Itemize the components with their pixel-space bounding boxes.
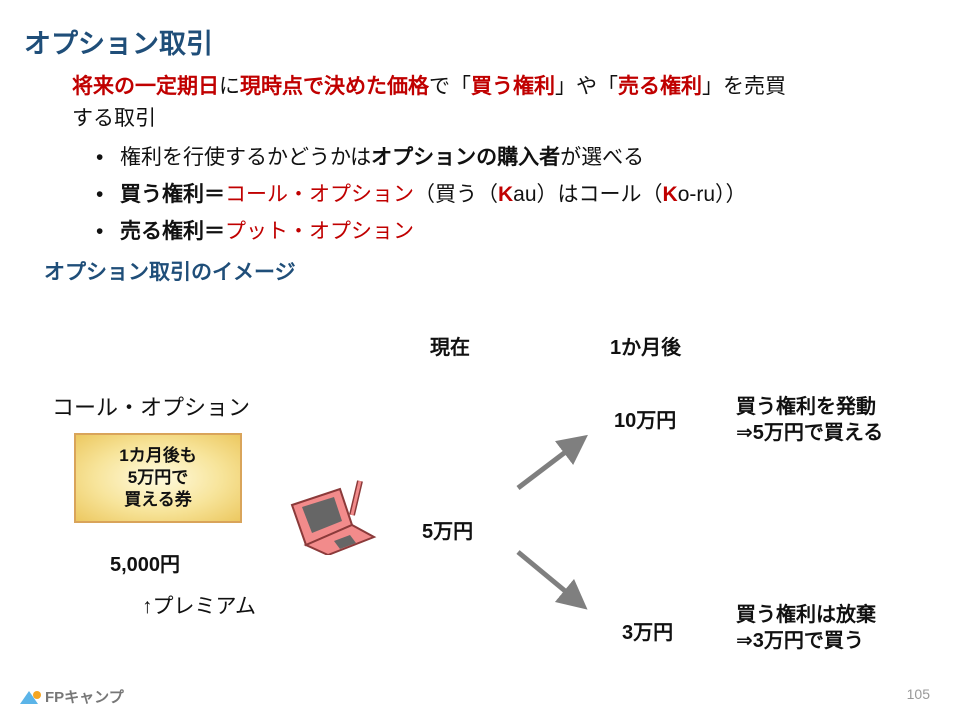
tent-logo-icon (20, 690, 41, 704)
bullet-text: 権利を行使するかどうかはオプションの購入者が選べる (120, 146, 644, 169)
call-option-label: コール・オプション (52, 395, 251, 420)
premium-price: 5,000円 (110, 554, 181, 576)
text-segment: コール・オプション (225, 183, 414, 206)
bullet-text: 買う権利＝コール・オプション（買う（Kau）はコール（Ko-ru）） (120, 183, 747, 206)
text-segment: au）はコール（ (513, 183, 663, 206)
text-segment: 」や「 (555, 75, 618, 98)
text-segment: 現時点で決めた価格 (240, 75, 429, 98)
ticket-line: 5万円で (127, 468, 189, 487)
bullet-text: 売る権利＝プット・オプション (120, 220, 414, 243)
bullet-item: •権利を行使するかどうかはオプションの購入者が選べる (96, 146, 645, 169)
up-arrow-icon (516, 434, 588, 490)
text-segment: プット・オプション (225, 220, 414, 243)
text-segment: 将来の一定期日 (72, 75, 219, 98)
text-segment: 」を売買 (702, 75, 786, 98)
up-result: 買う権利を発動 ⇒5万円で買える (736, 394, 883, 446)
current-price: 5万円 (422, 521, 474, 543)
text-segment: o-ru）） (677, 183, 747, 206)
up-price: 10万円 (614, 410, 677, 432)
text-segment: K (662, 183, 678, 206)
bullet-item: •売る権利＝プット・オプション (96, 220, 414, 243)
text-segment: 売る権利 (618, 75, 702, 98)
brand-logo-text: FPキャンプ (45, 689, 124, 706)
ticket-line: 1カ月後も (119, 446, 197, 465)
bullet-item: •買う権利＝コール・オプション（買う（Kau）はコール（Ko-ru）） (96, 183, 747, 206)
text-segment: が選べる (560, 146, 645, 169)
up-result-line: 買う権利を発動 (736, 396, 876, 418)
page-number: 105 (906, 686, 930, 702)
game-console-icon (290, 480, 377, 555)
down-result: 買う権利は放棄 ⇒3万円で買う (736, 602, 876, 654)
option-ticket: 1カ月後も 5万円で 買える券 (74, 433, 242, 523)
section-subtitle: オプション取引のイメージ (44, 261, 296, 284)
text-segment: 買う権利＝ (120, 183, 225, 206)
ticket-line: 買える券 (124, 490, 192, 509)
text-segment: に (219, 75, 240, 98)
text-segment: 権利を行使するかどうかは (120, 146, 372, 169)
price-arrows (516, 434, 588, 610)
up-result-line: ⇒5万円で買える (736, 422, 884, 444)
later-label: 1か月後 (610, 337, 682, 359)
text-segment: 買う権利 (471, 75, 555, 98)
slide-title: オプション取引 (24, 29, 213, 59)
definition-line-1: 将来の一定期日に現時点で決めた価格で「買う権利」や「売る権利」を売買 (72, 70, 786, 100)
down-arrow-icon (516, 550, 588, 610)
premium-label: ↑プレミアム (142, 595, 257, 618)
text-segment: オプションの購入者 (371, 146, 561, 169)
text-segment: （買う（ (414, 183, 498, 206)
down-result-line: 買う権利は放棄 (736, 604, 876, 626)
brand-logo: FPキャンプ (20, 686, 124, 707)
text-segment: 売る権利＝ (120, 220, 225, 243)
definition-line-2: する取引 (72, 107, 156, 130)
text-segment: で「 (429, 75, 471, 98)
down-result-line: ⇒3万円で買う (736, 630, 864, 652)
text-segment: K (498, 183, 514, 206)
now-label: 現在 (430, 337, 470, 359)
down-price: 3万円 (622, 622, 674, 644)
